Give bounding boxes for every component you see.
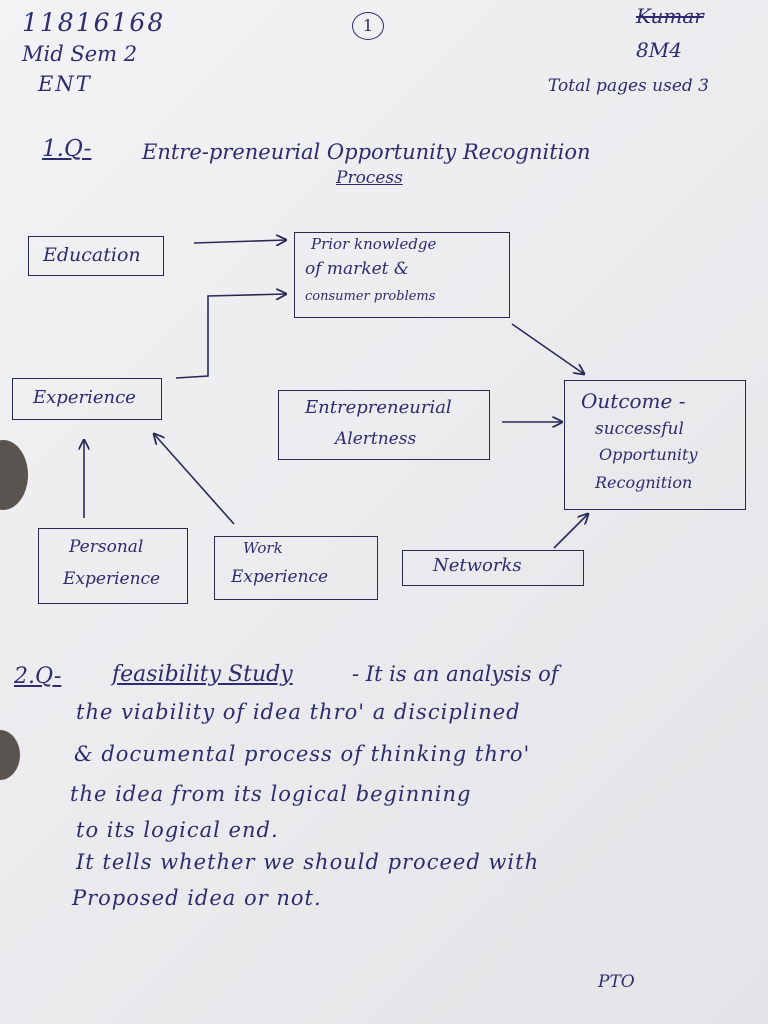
networks-label: Networks xyxy=(433,555,522,576)
q2-line2: the viability of idea thro' a discipline… xyxy=(76,700,521,724)
alertness-line1: Entrepreneurial xyxy=(305,397,452,418)
outcome-line2: successful xyxy=(595,419,684,439)
q2-line7: Proposed idea or not. xyxy=(72,886,322,910)
outcome-box: Outcome - successful Opportunity Recogni… xyxy=(564,380,746,510)
page-number-circle: 1 xyxy=(352,12,384,40)
prior-line3: consumer problems xyxy=(305,289,436,304)
networks-box: Networks xyxy=(402,550,584,586)
education-box: Education xyxy=(28,236,164,276)
section-code: 8M4 xyxy=(636,38,682,62)
arrow-networks-to-outcome xyxy=(553,514,588,549)
total-pages: Total pages used 3 xyxy=(548,76,709,96)
outcome-line4: Recognition xyxy=(595,473,693,492)
personal-line2: Experience xyxy=(63,569,161,589)
alertness-box: Entrepreneurial Alertness xyxy=(278,390,490,460)
torn-edge-left-2 xyxy=(0,730,20,780)
exam-name: Mid Sem 2 xyxy=(22,42,138,66)
alertness-line2: Alertness xyxy=(335,429,417,449)
personal-line1: Personal xyxy=(69,537,144,557)
pto-mark: PTO xyxy=(598,972,635,992)
outcome-line1: Outcome - xyxy=(581,389,686,413)
work-experience-box: Work Experience xyxy=(214,536,378,600)
prior-line2: of market & xyxy=(305,259,410,279)
roll-number: 11816168 xyxy=(22,8,166,37)
arrow-work-to-experience xyxy=(154,434,235,525)
outcome-line3: Opportunity xyxy=(599,445,698,464)
work-line1: Work xyxy=(243,539,283,557)
q1-title-line2: Process xyxy=(336,168,403,188)
experience-box: Experience xyxy=(12,378,162,420)
personal-experience-box: Personal Experience xyxy=(38,528,188,604)
prior-line1: Prior knowledge xyxy=(311,235,437,253)
arrow-experience-to-prior xyxy=(175,294,286,379)
q2-number: 2.Q- xyxy=(14,664,62,689)
q1-title-line1: Entre-preneurial Opportunity Recognition xyxy=(142,140,591,164)
subject-code: ENT xyxy=(38,72,92,96)
work-line2: Experience xyxy=(231,567,329,587)
q2-line4: the idea from its logical beginning xyxy=(70,782,472,806)
prior-knowledge-box: Prior knowledge of market & consumer pro… xyxy=(294,232,510,318)
q2-line6: It tells whether we should proceed with xyxy=(76,850,540,874)
arrow-education-to-prior xyxy=(193,240,286,243)
arrow-prior-to-outcome xyxy=(511,323,584,374)
q2-line3: & documental process of thinking thro' xyxy=(74,742,531,766)
q2-line5: to its logical end. xyxy=(76,818,279,842)
q1-number: 1.Q- xyxy=(42,136,92,162)
q2-line1: - It is an analysis of xyxy=(352,662,559,686)
education-label: Education xyxy=(43,244,141,266)
page-number: 1 xyxy=(362,16,374,35)
student-name: Kumar xyxy=(636,4,704,28)
experience-label: Experience xyxy=(33,387,136,408)
q2-heading: feasibility Study xyxy=(112,662,293,687)
